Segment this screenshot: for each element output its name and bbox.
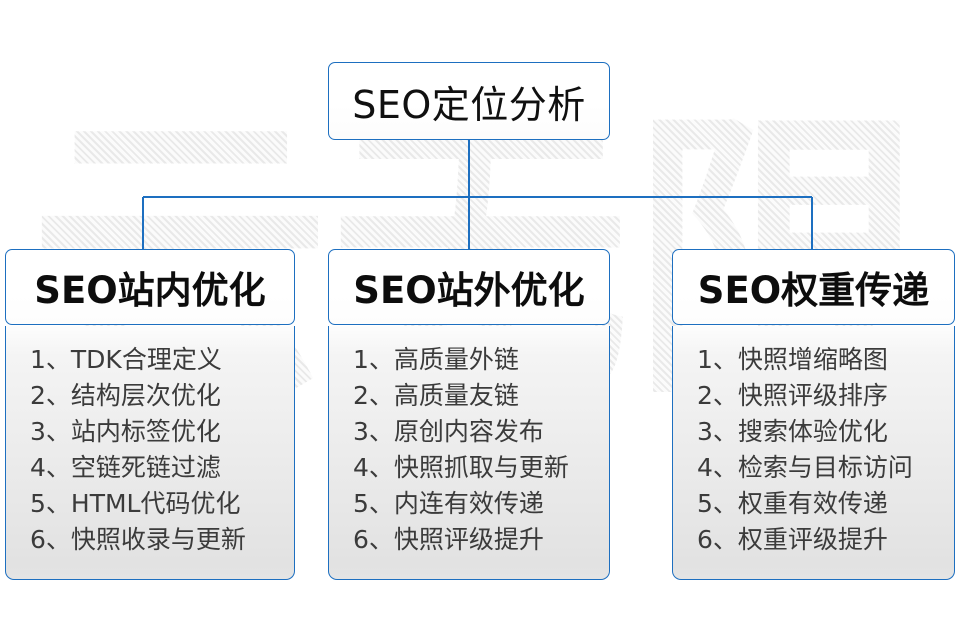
column-title: SEO站内优化	[34, 269, 266, 312]
column-header-off-site[interactable]: SEO站外优化	[328, 249, 610, 325]
list-item: 5、内连有效传递	[353, 489, 544, 518]
list-item: 5、HTML代码优化	[30, 489, 241, 518]
list-item: 1、快照增缩略图	[697, 345, 888, 374]
column-on-site: SEO站内优化 1、TDK合理定义 2、结构层次优化 3、站内标签优化 4、空链…	[5, 249, 295, 580]
list-item: 6、快照收录与更新	[30, 525, 246, 554]
list-item: 2、高质量友链	[353, 381, 519, 410]
root-node[interactable]: SEO定位分析	[328, 62, 610, 140]
column-body-off-site: 1、高质量外链 2、高质量友链 3、原创内容发布 4、快照抓取与更新 5、内连有…	[328, 326, 610, 580]
list-item: 2、结构层次优化	[30, 381, 221, 410]
list-item: 1、TDK合理定义	[30, 345, 222, 374]
column-header-on-site[interactable]: SEO站内优化	[5, 249, 295, 325]
column-body-weight-transfer: 1、快照增缩略图 2、快照评级排序 3、搜索体验优化 4、检索与目标访问 5、权…	[672, 326, 955, 580]
list-item: 4、快照抓取与更新	[353, 453, 569, 482]
column-body-on-site: 1、TDK合理定义 2、结构层次优化 3、站内标签优化 4、空链死链过滤 5、H…	[5, 326, 295, 580]
list-item: 3、搜索体验优化	[697, 417, 888, 446]
column-title: SEO站外优化	[353, 269, 585, 312]
column-title: SEO权重传递	[697, 269, 930, 312]
column-off-site: SEO站外优化 1、高质量外链 2、高质量友链 3、原创内容发布 4、快照抓取与…	[328, 249, 610, 580]
list-item: 6、快照评级提升	[353, 525, 544, 554]
list-item: 6、权重评级提升	[697, 525, 888, 554]
column-weight-transfer: SEO权重传递 1、快照增缩略图 2、快照评级排序 3、搜索体验优化 4、检索与…	[672, 249, 955, 580]
list-item: 2、快照评级排序	[697, 381, 888, 410]
list-item: 3、原创内容发布	[353, 417, 544, 446]
list-item: 5、权重有效传递	[697, 489, 888, 518]
list-item: 4、空链死链过滤	[30, 453, 221, 482]
column-header-weight-transfer[interactable]: SEO权重传递	[672, 249, 955, 325]
list-item: 3、站内标签优化	[30, 417, 221, 446]
list-item: 4、检索与目标访问	[697, 453, 913, 482]
list-item: 1、高质量外链	[353, 345, 519, 374]
root-node-label: SEO定位分析	[352, 82, 586, 127]
